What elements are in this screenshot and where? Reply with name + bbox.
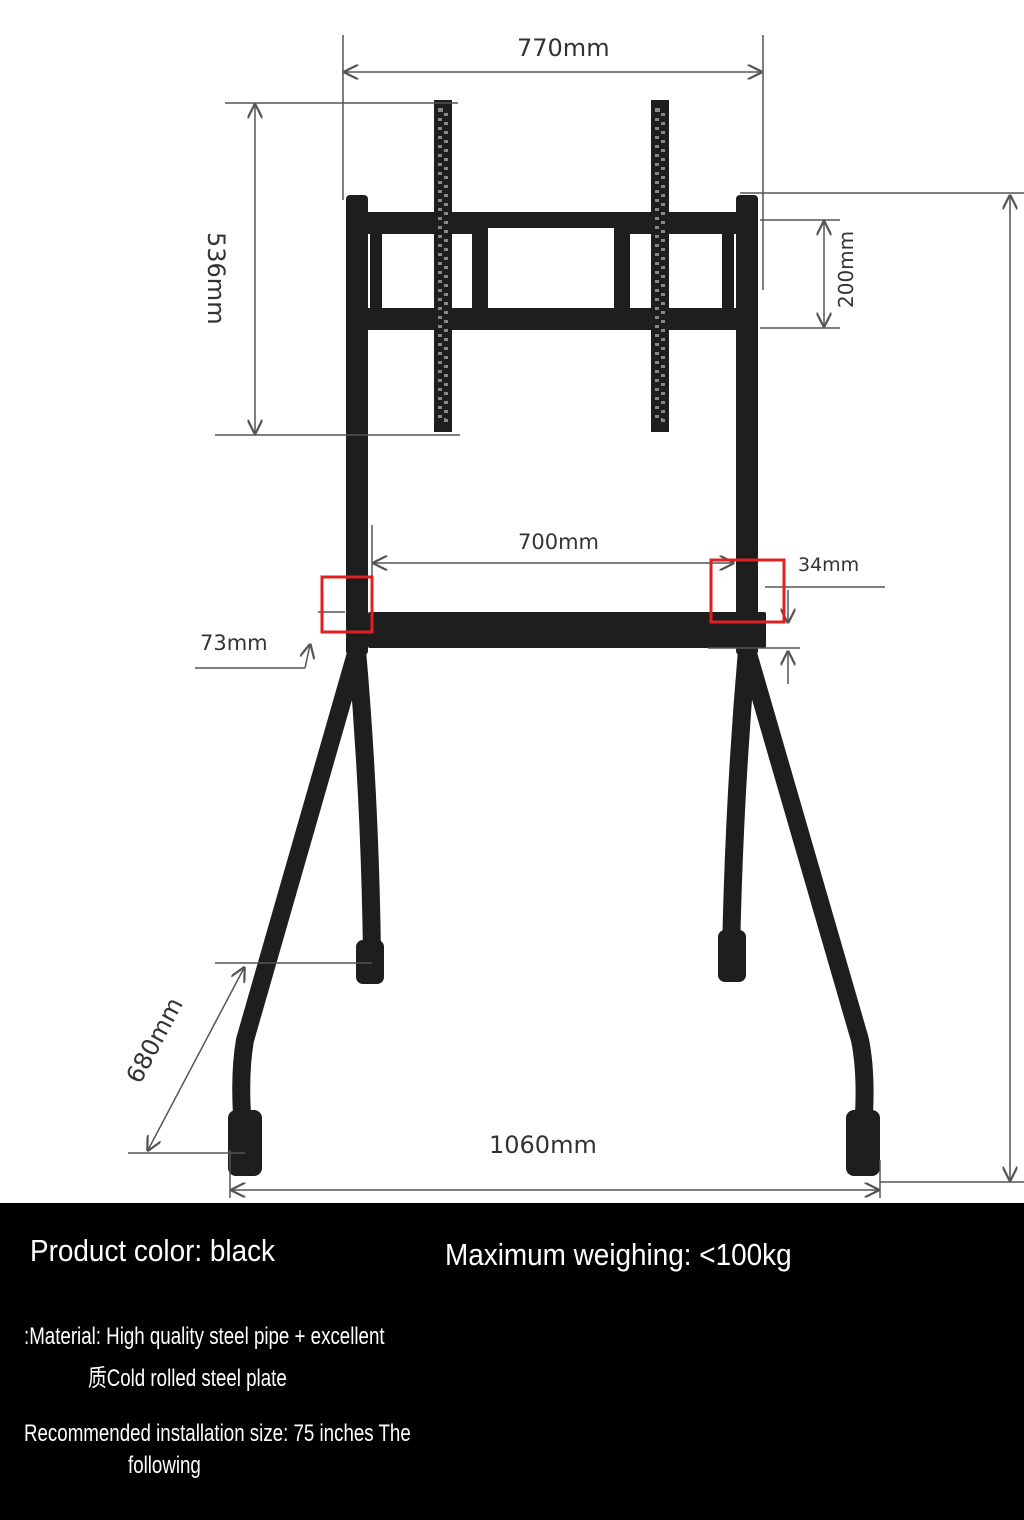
dim-base-width: 1060mm [489, 1131, 597, 1159]
shelf [368, 612, 766, 648]
material-line-2: 质Cold rolled steel plate [88, 1365, 287, 1392]
dim-leg-length: 680mm [121, 993, 189, 1088]
wheel [846, 1110, 880, 1176]
stand [228, 100, 880, 1176]
highlight-box-left [320, 575, 374, 634]
wheel [718, 930, 746, 982]
tv-stand-diagram: 770mm 536mm 200mm 700mm 34mm 73mm 680mm … [121, 34, 1024, 1198]
size-line-1: Recommended installation size: 75 inches… [24, 1420, 411, 1447]
wheel [356, 940, 384, 984]
dim-shelf-offset: 73mm [200, 631, 268, 655]
vesa-rail-right [651, 100, 669, 432]
wheel [228, 1110, 262, 1176]
dim-bracket-height: 200mm [834, 231, 858, 308]
dim-shelf-width: 700mm [518, 530, 599, 554]
vesa-rail-left [434, 100, 452, 432]
product-color: Product color: black [30, 1233, 276, 1268]
mounting-bracket [368, 212, 736, 330]
spec-panel: Product color: black Maximum weighing: <… [0, 1203, 1024, 1520]
dim-rail-height: 536mm [202, 232, 230, 325]
dim-top-width: 770mm [517, 34, 610, 62]
left-upright [346, 195, 368, 655]
material-line-1: :Material: High quality steel pipe + exc… [24, 1323, 385, 1350]
size-line-2: following [128, 1452, 201, 1479]
right-upright [736, 195, 758, 655]
dimension-lines [128, 35, 1024, 1198]
max-weight: Maximum weighing: <100kg [445, 1237, 792, 1272]
dim-shelf-thickness: 34mm [798, 554, 859, 576]
highlight-box-right [709, 558, 786, 624]
